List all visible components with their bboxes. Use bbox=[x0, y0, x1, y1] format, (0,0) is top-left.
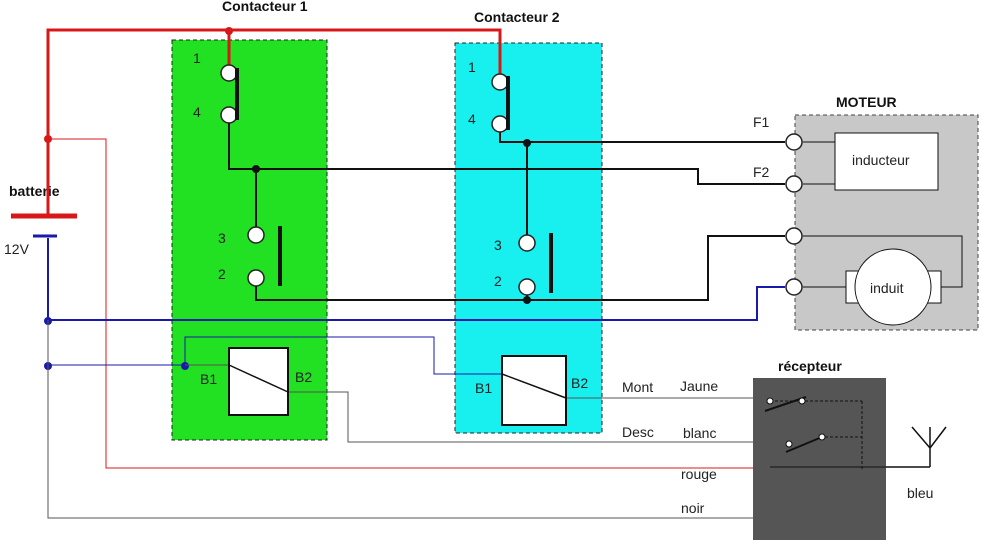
contactor1-coil bbox=[228, 347, 289, 416]
battery-voltage: 12V bbox=[4, 241, 30, 257]
contactor1-coil-b1: B1 bbox=[200, 371, 217, 387]
antenna-icon bbox=[886, 426, 947, 468]
junction-dot bbox=[44, 135, 52, 143]
inductor-label: inducteur bbox=[852, 152, 910, 168]
contactor1-title: Contacteur 1 bbox=[222, 0, 308, 14]
wire-label-rouge: rouge bbox=[681, 466, 717, 482]
wire-label-bleu: bleu bbox=[907, 485, 933, 501]
junction-dot bbox=[523, 139, 531, 147]
wire-label-noir: noir bbox=[681, 500, 705, 516]
junction-dot bbox=[181, 362, 189, 370]
contactor1-contacts bbox=[220, 64, 282, 287]
contactor2-pin-3: 3 bbox=[494, 237, 502, 253]
battery-title: batterie bbox=[9, 183, 60, 199]
wire-label-blanc: blanc bbox=[683, 425, 716, 441]
motor-title: MOTEUR bbox=[836, 94, 897, 110]
armature-symbol bbox=[845, 248, 942, 326]
contactor2-pin-4: 4 bbox=[468, 111, 476, 127]
motor-terminals bbox=[785, 133, 803, 296]
receiver-box bbox=[753, 378, 886, 540]
contactor2-pin-1: 1 bbox=[468, 59, 476, 75]
blue-wires bbox=[47, 238, 785, 375]
contactor1-pin-4: 4 bbox=[193, 104, 201, 120]
junction-dot bbox=[523, 296, 531, 304]
contactor2-coil-b1: B1 bbox=[475, 380, 492, 396]
terminal-f1-label: F1 bbox=[753, 114, 770, 130]
contactor1-pin-2: 2 bbox=[218, 266, 226, 282]
motor-internal-wires bbox=[803, 141, 963, 288]
contactor1-pin-1: 1 bbox=[193, 50, 201, 66]
junction-dot bbox=[252, 165, 260, 173]
receiver-title: récepteur bbox=[778, 358, 842, 374]
contactor2-contacts bbox=[491, 73, 553, 296]
contactor1-pin-3: 3 bbox=[218, 230, 226, 246]
contactor2-title: Contacteur 2 bbox=[474, 9, 560, 25]
red-wires bbox=[46, 28, 753, 469]
inductor-box bbox=[834, 132, 939, 191]
contactor1-coil-b2: B2 bbox=[295, 369, 312, 385]
gray-wires bbox=[47, 320, 753, 519]
contactor2-coil-b2: B2 bbox=[571, 375, 588, 391]
wire-label-jaune: Jaune bbox=[680, 378, 718, 394]
contactor2-pin-2: 2 bbox=[494, 273, 502, 289]
wire-label-mont: Mont bbox=[622, 379, 653, 395]
armature-label: induit bbox=[870, 280, 904, 296]
wire-label-desc: Desc bbox=[622, 424, 654, 440]
terminal-f2-label: F2 bbox=[753, 164, 770, 180]
contactor2-coil bbox=[501, 355, 567, 426]
junction-dot bbox=[225, 27, 233, 35]
receiver-switches bbox=[764, 396, 886, 470]
